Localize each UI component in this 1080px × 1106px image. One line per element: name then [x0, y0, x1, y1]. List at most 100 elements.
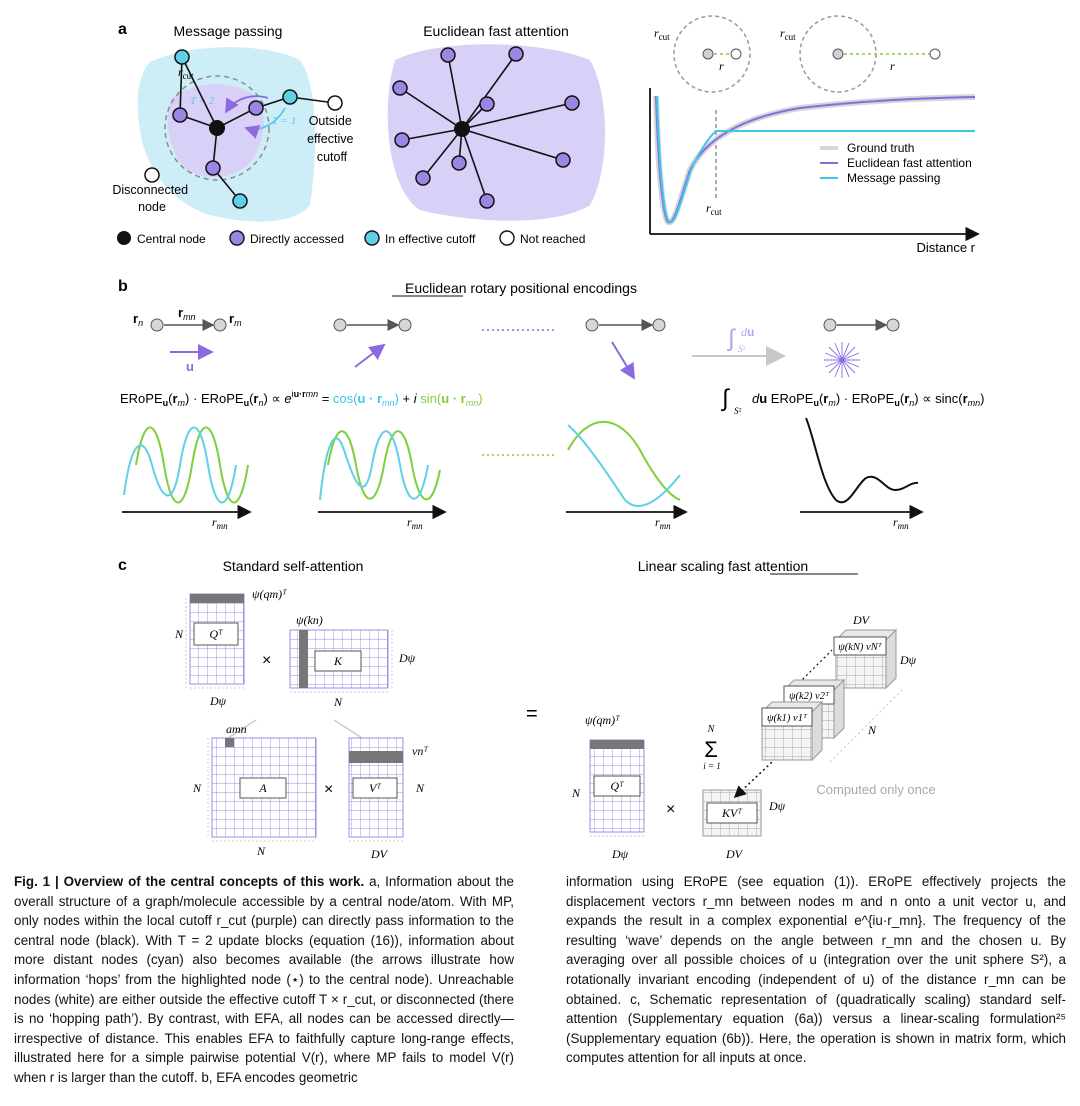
efa-central-node: [454, 121, 470, 137]
times-symbol: ×: [666, 801, 675, 818]
svg-text:rmn: rmn: [212, 515, 228, 531]
t2-label: T = 2: [190, 95, 215, 107]
svg-text:rmn: rmn: [893, 515, 909, 531]
svg-text:vnᵀ: vnᵀ: [412, 744, 428, 758]
efa-node: [440, 47, 456, 63]
times-symbol: ×: [324, 781, 333, 798]
efa-node: [479, 193, 495, 209]
efa-node: [394, 132, 410, 148]
svg-text:N: N: [256, 844, 266, 858]
svg-text:du ERoPEu(rm) · ERoPEu(rn) ∝ s: du ERoPEu(rm) · ERoPEu(rn) ∝ sinc(rmn): [752, 391, 985, 408]
qt-matrix: Qᵀ ψ(qm)ᵀ N Dψ: [174, 587, 287, 708]
svg-text:Σ: Σ: [704, 737, 718, 762]
rcut-axis-label: rcut: [706, 201, 722, 217]
legend-ground-truth: Ground truth: [847, 141, 914, 155]
legend-effective-cutoff-icon: [364, 230, 380, 246]
times-symbol: ×: [262, 652, 271, 669]
not-reached-node: [327, 95, 343, 111]
erope-equation: ERoPEu(rm) · ERoPEu(rn) ∝ eiu·rmn = cos(…: [120, 385, 985, 416]
svg-text:Dψ: Dψ: [611, 847, 629, 861]
x-axis-label: Distance r: [916, 240, 975, 255]
svg-text:ψ(qm)ᵀ: ψ(qm)ᵀ: [252, 587, 287, 601]
hop-arrow-2: [225, 95, 269, 114]
wave-plot-3: rmn: [566, 420, 688, 531]
svg-text:ψ(k2) v2ᵀ: ψ(k2) v2ᵀ: [789, 691, 830, 702]
rcut-label-left: rcut: [654, 26, 670, 42]
rm-label: rm: [229, 311, 242, 328]
svg-text:Qᵀ: Qᵀ: [209, 627, 223, 641]
svg-text:Dψ: Dψ: [899, 653, 917, 667]
legend-not-reached: Not reached: [520, 232, 585, 246]
svg-text:amn: amn: [226, 722, 247, 736]
cyan-node: [174, 49, 190, 65]
fast-attention-title: Linear scaling fast attention: [638, 558, 808, 574]
rn-label: rn: [133, 311, 143, 328]
u-label: u: [186, 359, 194, 374]
svg-text:N: N: [571, 786, 581, 800]
legend-effective-cutoff: In effective cutoff: [385, 232, 476, 246]
svg-text:DV: DV: [725, 847, 744, 861]
k-matrix: K ψ(kn) Dψ N: [289, 613, 416, 709]
sphere-star-icon: [824, 342, 860, 378]
potential-plot: rcut r rcut r rcut Ground truth Euclidea…: [649, 15, 980, 255]
svg-text:ψ(kN) vNᵀ: ψ(kN) vNᵀ: [838, 642, 882, 653]
svg-text:N: N: [867, 723, 877, 737]
caption-left-column: Fig. 1 | Overview of the central concept…: [14, 872, 514, 1088]
svg-text:DV: DV: [370, 847, 389, 861]
message-passing-graph: rcut T = 2 T = 1 Outside effective cutof…: [112, 47, 357, 222]
svg-text:DV: DV: [852, 613, 871, 627]
rcut-label: rcut: [178, 65, 194, 81]
integral-du: du: [741, 325, 754, 339]
svg-text:ψ(qm)ᵀ: ψ(qm)ᵀ: [585, 713, 620, 727]
legend-mp: Message passing: [847, 171, 940, 185]
panel-b-title: Euclidean rotary positional encodings: [405, 280, 637, 296]
wave-plots: rmn rmn rmn rmn: [122, 417, 924, 531]
cutoff-circle: [164, 75, 270, 181]
svg-text:N: N: [333, 695, 343, 709]
integral-sphere: S²: [738, 344, 746, 354]
efa-node: [479, 96, 495, 112]
legend-central-node: Central node: [137, 232, 206, 246]
svg-text:i = 1: i = 1: [703, 761, 721, 771]
sum-operator: N Σ i = 1: [703, 724, 791, 799]
svg-text:Dψ: Dψ: [209, 694, 227, 708]
svg-text:ψ(k1) v1ᵀ: ψ(k1) v1ᵀ: [767, 713, 808, 724]
cutoff-circle-left: [673, 15, 751, 93]
qt-matrix-fast: Qᵀ ψ(qm)ᵀ N Dψ: [571, 713, 645, 861]
central-node: [209, 120, 225, 136]
standard-attention-title: Standard self-attention: [223, 558, 364, 574]
svg-text:S²: S²: [734, 406, 742, 416]
integral-symbol: ∫: [726, 325, 736, 352]
legend-central-node-icon: [117, 231, 131, 245]
panel-a-label: a: [118, 21, 127, 38]
caption-heading: Fig. 1 | Overview of the central concept…: [14, 874, 365, 889]
rcut-label-right: rcut: [780, 26, 796, 42]
efa-region: [387, 44, 605, 221]
svg-text:ψ(kn): ψ(kn): [296, 613, 323, 627]
legend-directly-accessed: Directly accessed: [250, 232, 344, 246]
wave-plot-1: rmn: [122, 426, 252, 531]
caption-right-column: information using ERoPE (see equation (1…: [566, 872, 1066, 1068]
svg-text:KVᵀ: KVᵀ: [721, 806, 742, 820]
figure-1: a Message passing Euclidean fast attenti…: [112, 15, 985, 861]
disconnected-label: Disconnected node: [112, 183, 191, 214]
kv-stack: ψ(kN) vNᵀ DV Dψ ψ(k2) v2ᵀ ψ(k1) v1ᵀ N Co…: [760, 613, 936, 797]
mp-curve: [656, 95, 975, 224]
mp-title: Message passing: [174, 23, 283, 39]
svg-text:Dψ: Dψ: [768, 799, 786, 813]
computed-once-label: Computed only once: [816, 782, 935, 797]
cyan-node: [282, 89, 298, 105]
r-label-right: r: [890, 59, 895, 73]
svg-text:ERoPEu(rm) · ERoPEu(rn) ∝ eiu·: ERoPEu(rm) · ERoPEu(rn) ∝ eiu·rmn = cos(…: [120, 389, 483, 408]
a-matrix: A amn N N: [192, 722, 317, 858]
svg-text:N: N: [707, 724, 716, 735]
outside-cutoff-label: Outside effective cutoff: [307, 114, 357, 164]
panel-a-legend: Central node Directly accessed In effect…: [117, 230, 585, 246]
panel-c-label: c: [118, 557, 127, 574]
svg-text:Vᵀ: Vᵀ: [369, 781, 381, 795]
efa-node: [555, 152, 571, 168]
legend-not-reached-icon: [499, 230, 515, 246]
efa-node: [451, 155, 467, 171]
svg-text:N: N: [174, 627, 184, 641]
wave-plot-2: rmn: [318, 430, 447, 531]
